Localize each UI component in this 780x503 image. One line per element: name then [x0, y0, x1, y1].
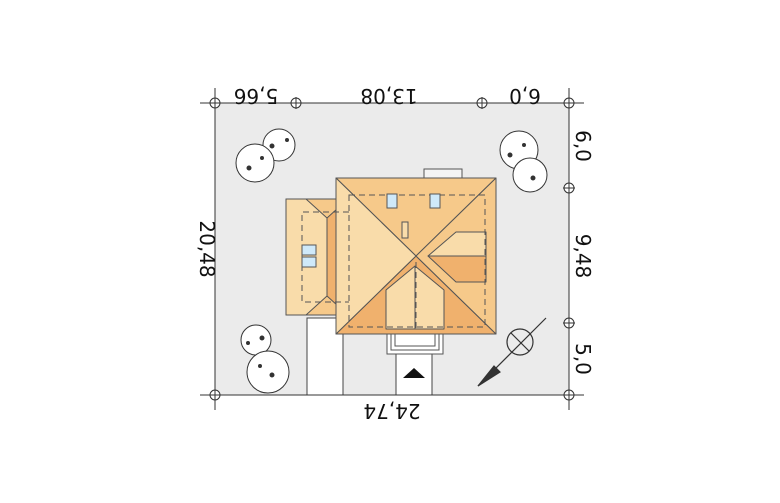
- roof-window: [386, 193, 398, 209]
- tree-icon: [499, 130, 548, 193]
- dim-top-left: 5,66: [234, 84, 279, 108]
- grid-markers: [209, 97, 575, 401]
- dim-right-top: 6,0: [571, 130, 595, 162]
- dimension-lines: [200, 88, 584, 410]
- dim-right-middle: 9,48: [571, 234, 595, 279]
- tree-icon: [235, 128, 296, 183]
- tree-icon: [240, 324, 290, 394]
- dim-bottom: 24,74: [363, 399, 420, 423]
- roof-window: [301, 256, 317, 268]
- roof-vent: [401, 221, 409, 239]
- roof-window: [429, 193, 441, 209]
- dim-left: 20,48: [195, 220, 219, 277]
- chimney: [423, 168, 463, 179]
- roof-windows: [301, 193, 441, 268]
- dim-top-right: 6,0: [509, 84, 541, 108]
- roof-window: [301, 244, 317, 256]
- entrance-arrow-icon: [403, 368, 425, 378]
- dim-top-middle: 13,08: [360, 84, 417, 108]
- dim-right-bottom: 5,0: [571, 343, 595, 375]
- dimension-labels: 5,66 13,08 6,0 20,48 6,0 9,48 5,0 24,74: [195, 84, 595, 423]
- compass-icon: [477, 317, 547, 387]
